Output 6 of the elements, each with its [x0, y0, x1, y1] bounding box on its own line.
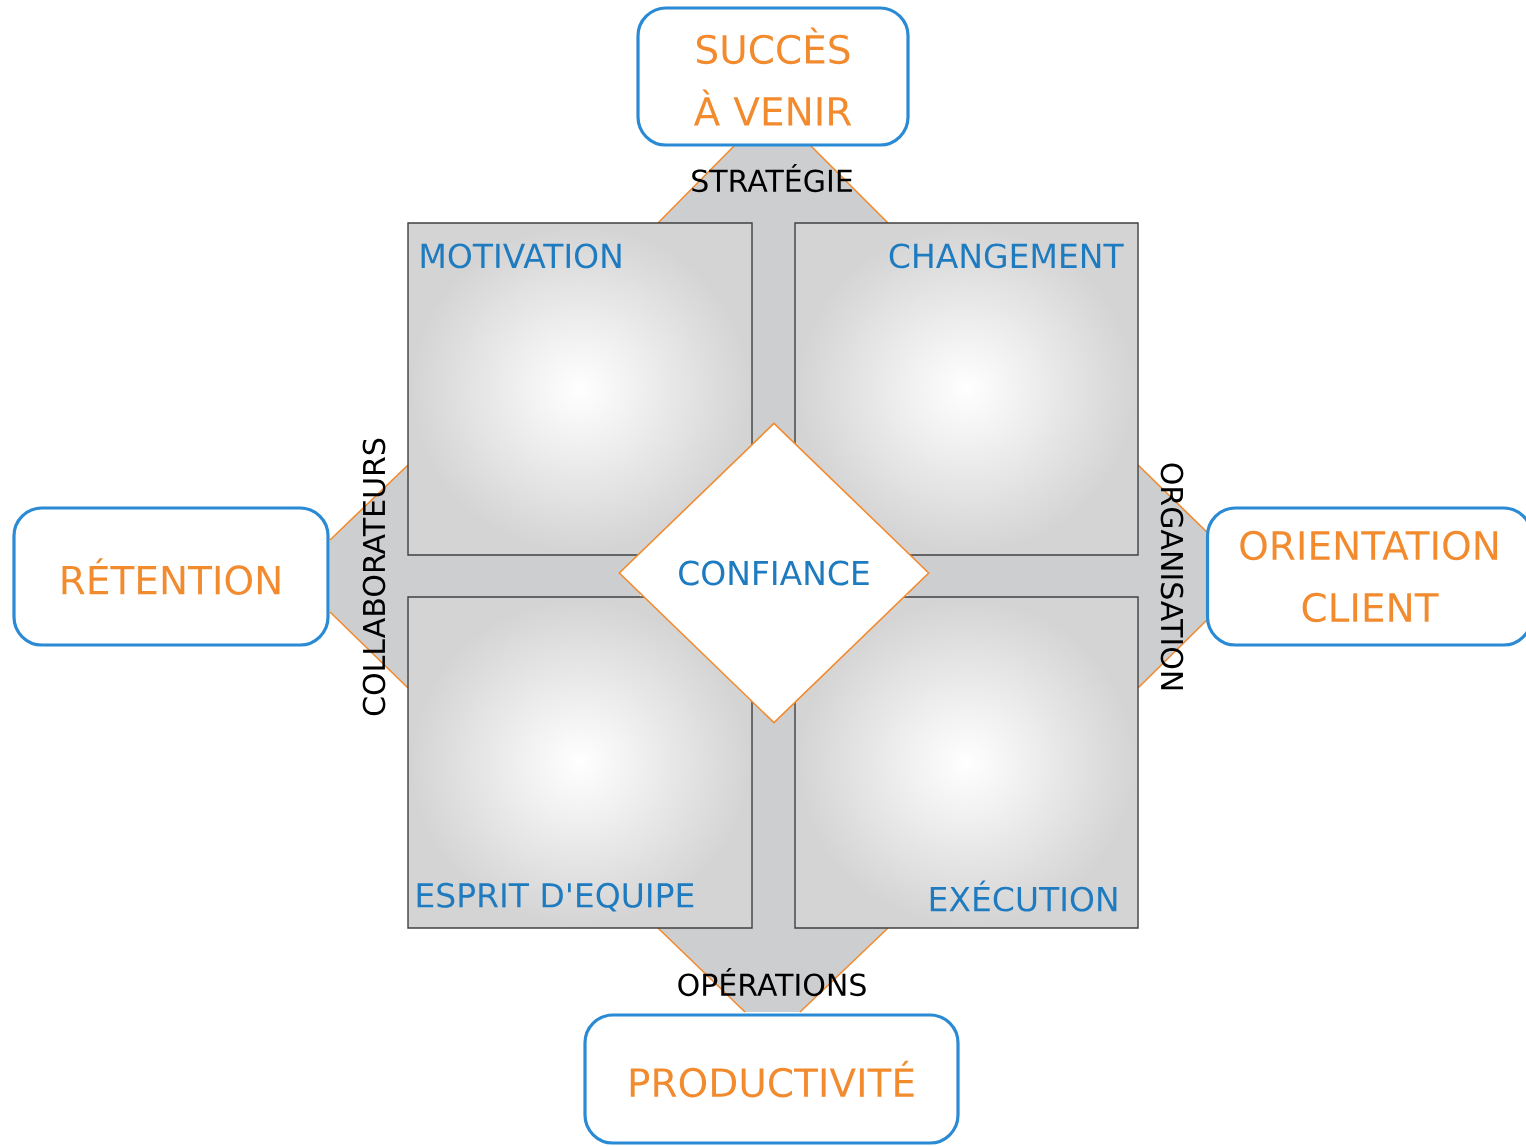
- connector-band: COLLABORATEURS: [329, 438, 409, 716]
- rounded-box: RÉTENTION: [12, 506, 330, 647]
- rounded-box: ORIENTATION CLIENT: [1205, 506, 1526, 647]
- connector-band: ORGANISATION: [1137, 463, 1216, 690]
- rounded-box: PRODUCTIVITÉ: [583, 1013, 960, 1145]
- rounded-box: SUCCÈS À VENIR: [636, 6, 910, 147]
